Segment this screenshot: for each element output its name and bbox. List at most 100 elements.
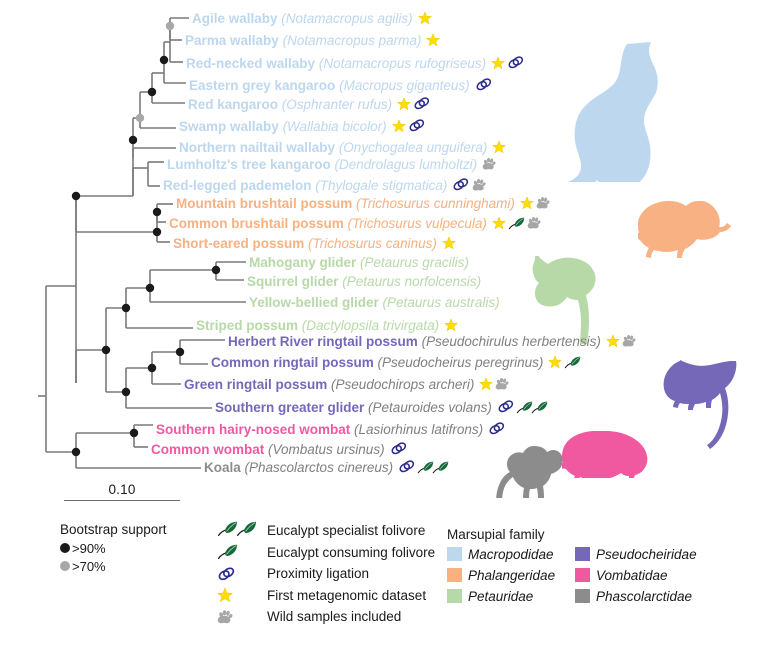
scale-bar-label: 0.10 [108, 482, 136, 497]
ligation-icon [507, 55, 524, 70]
ligation-icon [217, 566, 235, 582]
symbol-legend-glyph [215, 587, 267, 603]
bootstrap-node-high [152, 227, 162, 237]
symbol-legend-item: Wild samples included [215, 606, 435, 628]
ringtail-possum-silhouette [656, 358, 762, 454]
family-legend-label: Phascolarctidae [596, 588, 693, 604]
paw-icon [472, 178, 486, 192]
symbol-legend-item: Proximity ligation [215, 563, 435, 585]
family-color-swatch [447, 589, 462, 603]
bootstrap-node-high [147, 87, 157, 97]
bootstrap-node-high [159, 55, 169, 65]
taxon-icons [480, 157, 496, 172]
leaf-icon [417, 461, 449, 477]
taxon-scientific-name: (Dendrolagus lumholtzi) [334, 157, 478, 172]
bootstrap-legend-label-70: >70% [72, 558, 106, 574]
taxon-icons [442, 318, 459, 333]
bootstrap-node-high [121, 387, 131, 397]
taxon-icons [546, 355, 582, 370]
family-legend-item: Pseudocheiridae [575, 545, 703, 563]
taxon-common-name: Parma wallaby [185, 33, 279, 48]
taxon-common-name: Northern nailtail wallaby [179, 140, 336, 155]
taxon-label: Koala (Phascolarctos cinereus) [204, 459, 449, 477]
taxon-common-name: Common wombat [151, 442, 265, 457]
family-color-swatch [575, 568, 590, 582]
family-color-swatch [575, 589, 590, 603]
taxon-common-name: Red-necked wallaby [186, 56, 316, 71]
taxon-label: Agile wallaby (Notamacropus agilis) [192, 11, 432, 26]
bootstrap-node-high [145, 283, 155, 293]
symbol-legend-glyph [215, 609, 267, 625]
taxon-scientific-name: (Trichosurus vulpecula) [347, 216, 487, 231]
scale-bar-line [64, 500, 180, 501]
bootstrap-legend-item-70: >70% [60, 557, 167, 575]
taxon-label: Common ringtail possum (Pseudocheirus pe… [211, 355, 582, 370]
symbol-legend-glyph [215, 521, 267, 540]
ligation-icon [408, 118, 425, 133]
star-icon [605, 334, 620, 348]
symbol-legend-item: Eucalypt consuming folivore [215, 542, 435, 564]
ligation-icon [497, 399, 514, 414]
leaf-icon [217, 544, 239, 560]
taxon-icons [390, 119, 425, 134]
symbol-legend-label: Eucalypt specialist folivore [267, 523, 426, 539]
star-icon [417, 11, 432, 25]
bootstrap-node-high [71, 447, 81, 457]
star-icon [444, 318, 459, 332]
taxon-common-name: Mountain brushtail possum [176, 196, 353, 211]
scale-bar: 0.10 [64, 482, 180, 501]
taxon-icons [473, 78, 492, 93]
taxon-common-name: Striped possum [196, 318, 299, 333]
bootstrap-node-high [147, 363, 157, 373]
paw-icon [495, 377, 509, 391]
taxon-scientific-name: (Lasiorhinus latifrons) [354, 422, 484, 437]
taxon-icons [490, 216, 542, 231]
bootstrap-dot-high-icon [60, 543, 70, 553]
taxon-label: Short-eared possum (Trichosurus caninus) [173, 236, 456, 251]
bootstrap-legend: Bootstrap support >90% >70% [60, 522, 167, 575]
taxon-icons [604, 334, 636, 349]
family-legend-item: Petauridae [447, 587, 575, 605]
bootstrap-node-high [101, 345, 111, 355]
taxon-common-name: Red kangaroo [188, 97, 279, 112]
taxon-common-name: Red-legged pademelon [163, 178, 312, 193]
bootstrap-node-high [121, 303, 131, 313]
taxon-scientific-name: (Thylogale stigmatica) [315, 178, 448, 193]
taxon-label: Common brushtail possum (Trichosurus vul… [169, 216, 541, 231]
taxon-scientific-name: (Petaurus australis) [382, 295, 500, 310]
taxon-scientific-name: (Petaurus gracilis) [360, 255, 469, 270]
paw-icon [217, 609, 233, 625]
taxon-common-name: Herbert River ringtail possum [228, 334, 418, 349]
family-legend-title: Marsupial family [447, 527, 545, 542]
taxon-label: Red-necked wallaby (Notamacropus rufogri… [186, 55, 524, 71]
taxon-scientific-name: (Phascolarctos cinereus) [244, 460, 394, 475]
paw-icon [527, 216, 541, 230]
taxon-label: Southern hairy-nosed wombat (Lasiorhinus… [156, 421, 505, 437]
family-legend-label: Petauridae [468, 588, 534, 604]
symbol-legend-label: Eucalypt consuming folivore [267, 544, 436, 560]
taxon-scientific-name: (Pseudochirops archeri) [331, 377, 475, 392]
taxon-label: Eastern grey kangaroo (Macropus giganteu… [189, 77, 492, 93]
taxon-scientific-name: (Osphranter rufus) [281, 97, 393, 112]
symbol-legend-glyph [215, 544, 267, 560]
taxon-common-name: Eastern grey kangaroo [189, 78, 336, 93]
taxon-label: Parma wallaby (Notamacropus parma) [185, 33, 441, 48]
taxon-label: Mahogany glider (Petaurus gracilis) [249, 256, 472, 270]
symbol-legend-item: First metagenomic dataset [215, 585, 435, 607]
taxon-icons [518, 196, 550, 211]
paw-icon [536, 196, 550, 210]
taxon-icons [440, 236, 456, 251]
family-legend-item: Phalangeridae [447, 566, 575, 584]
taxon-scientific-name: (Dactylopsila trivirgata) [301, 318, 440, 333]
taxon-common-name: Agile wallaby [192, 11, 278, 26]
leaf-icon [516, 401, 548, 417]
taxon-common-name: Short-eared possum [173, 236, 305, 251]
taxon-scientific-name: (Trichosurus caninus) [308, 236, 437, 251]
ligation-icon [413, 96, 430, 111]
family-color-swatch [575, 547, 590, 561]
taxon-label: Mountain brushtail possum (Trichosurus c… [176, 196, 550, 211]
bootstrap-node-high [152, 207, 162, 217]
taxon-label: Herbert River ringtail possum (Pseudochi… [228, 334, 636, 349]
taxon-label: Southern greater glider (Petauroides vol… [215, 399, 548, 417]
